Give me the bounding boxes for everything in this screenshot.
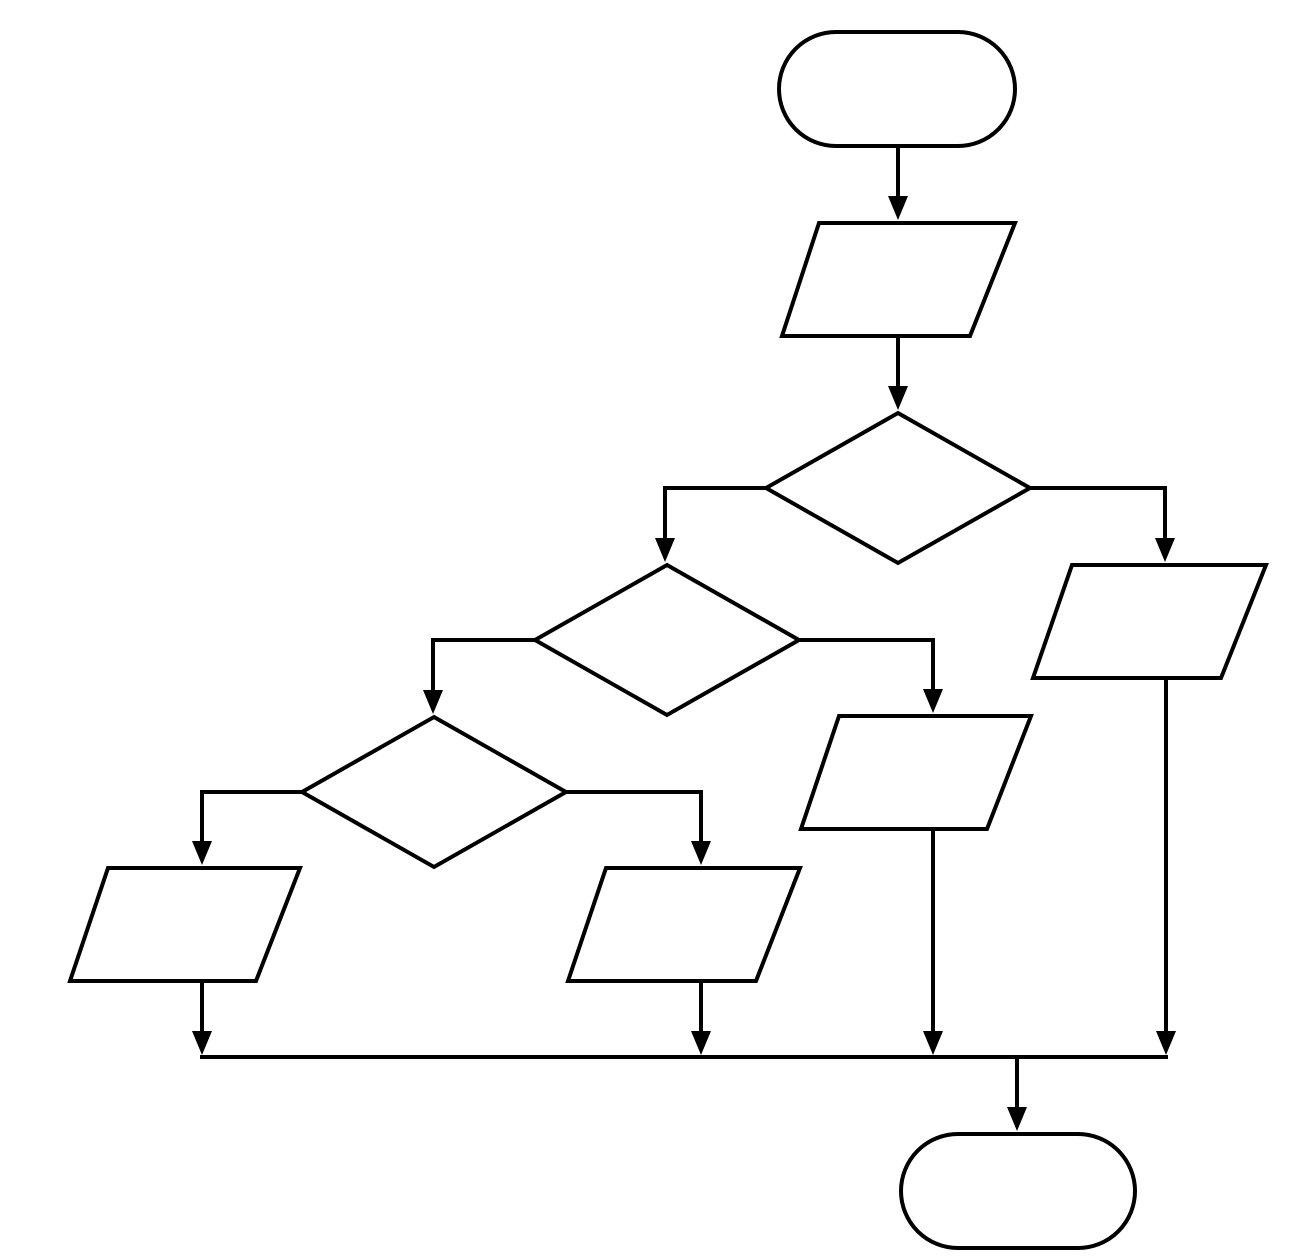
connector-decision-3-to-output-left [192, 790, 302, 865]
connector-merge-to-end [1007, 1057, 1027, 1131]
arrowhead [691, 841, 711, 865]
decision-3-diamond [297, 714, 571, 870]
decision-2-diamond [530, 562, 804, 718]
decision-1-diamond [761, 410, 1035, 566]
output-right-parallelogram [1030, 563, 1269, 680]
connector-start-to-input [888, 148, 908, 220]
arrowhead [1156, 1031, 1176, 1055]
input-parallelogram [779, 221, 1018, 338]
arrowhead [888, 386, 908, 410]
arrowhead [1007, 1107, 1027, 1131]
connector-output-left-down [192, 983, 212, 1055]
arrowhead [691, 1031, 711, 1055]
arrowhead [1155, 538, 1175, 562]
end-terminator [899, 1132, 1137, 1250]
arrowhead [923, 1031, 943, 1055]
connector-decision-2-to-decision-3 [423, 638, 535, 714]
start-terminator [777, 30, 1017, 148]
output-center-parallelogram [565, 866, 803, 983]
arrowhead [192, 1031, 212, 1055]
connector-output-middle-down [923, 831, 943, 1055]
arrowhead [888, 196, 908, 220]
connector-output-right-down [1156, 680, 1176, 1055]
arrowhead [655, 538, 675, 562]
arrowhead [923, 689, 943, 713]
connector-decision-3-to-output-center [566, 790, 711, 865]
connector-decision-1-to-decision-2 [655, 486, 766, 562]
connector-decision-1-to-output-right [1030, 486, 1175, 562]
output-middle-parallelogram [798, 714, 1034, 831]
arrowhead [423, 690, 443, 714]
arrowhead [192, 841, 212, 865]
output-left-parallelogram [67, 866, 303, 983]
connector-input-to-decision-1 [888, 338, 908, 410]
connector-decision-2-to-output-middle [799, 638, 943, 713]
connector-output-center-down [691, 983, 711, 1055]
